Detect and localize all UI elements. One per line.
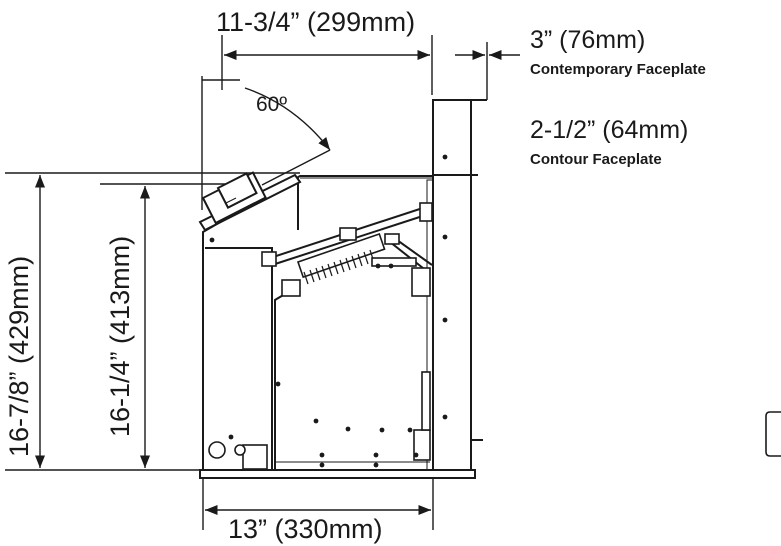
- faceplate-contemporary-depth: 3” (76mm): [530, 26, 646, 54]
- burner-assembly: [208, 202, 433, 470]
- rivets: [209, 154, 448, 468]
- inner-height-label: 16-1/4” (413mm): [105, 235, 135, 437]
- angle-label: 60º: [256, 93, 288, 116]
- faceplate-contour-depth: 2-1/2” (64mm): [530, 116, 689, 144]
- outer-height-label: 16-7/8” (429mm): [4, 255, 34, 457]
- flue-collar: [198, 171, 302, 232]
- partial-side-icon: [765, 411, 781, 457]
- faceplate-contemporary-name: Contemporary Faceplate: [530, 61, 706, 78]
- top-width-label: 11-3/4” (299mm): [216, 7, 416, 37]
- faceplate-contour-name: Contour Faceplate: [530, 151, 662, 168]
- bottom-width-label: 13” (330mm): [228, 514, 383, 544]
- dimension-lines: [5, 35, 520, 530]
